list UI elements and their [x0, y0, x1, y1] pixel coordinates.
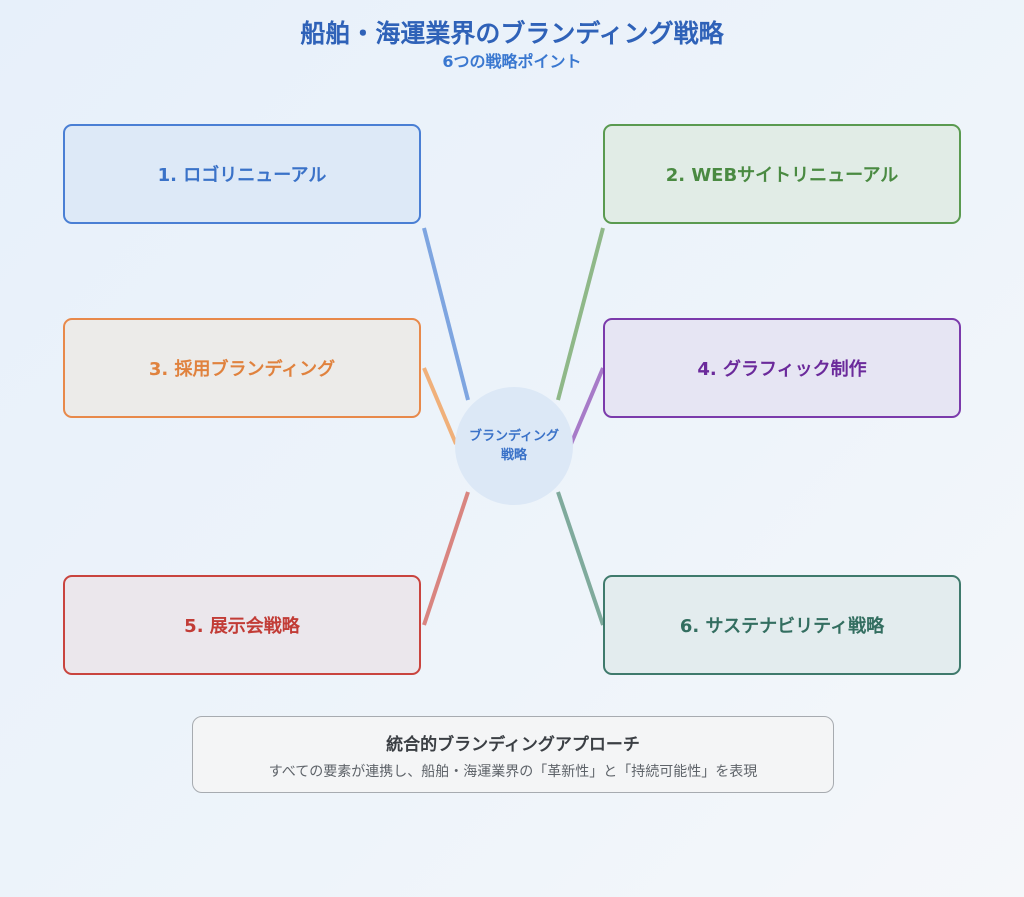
center-line2: 戦略	[500, 448, 527, 463]
summary-box: 統合的ブランディングアプローチ すべての要素が連携し、船舶・海運業界の「革新性」…	[192, 716, 834, 793]
page-title: 船舶・海運業界のブランディング戦略	[300, 19, 724, 48]
page-subtitle: 6つの戦略ポイント	[442, 52, 582, 71]
connector-3	[422, 367, 458, 445]
connector-5	[422, 491, 470, 626]
center-line1: ブランディング	[468, 429, 560, 444]
strategy-web-renewal: 2. WEBサイトリニューアル	[603, 124, 961, 224]
connector-2	[556, 227, 605, 401]
center-hub: ブランディング戦略	[455, 387, 573, 505]
summary-title: 統合的ブランディングアプローチ	[386, 735, 640, 755]
strategy-recruit-branding: 3. 採用ブランディング	[63, 318, 421, 418]
summary-description: すべての要素が連携し、船舶・海運業界の「革新性」と「持続可能性」を表現	[268, 764, 758, 780]
connector-1	[422, 227, 470, 401]
connector-4	[569, 367, 605, 445]
strategy-graphic-production: 4. グラフィック制作	[603, 318, 961, 418]
strategy-logo-renewal: 1. ロゴリニューアル	[63, 124, 421, 224]
strategy-sustainability: 6. サステナビリティ戦略	[603, 575, 961, 675]
connector-6	[556, 491, 605, 626]
strategy-exhibition: 5. 展示会戦略	[63, 575, 421, 675]
